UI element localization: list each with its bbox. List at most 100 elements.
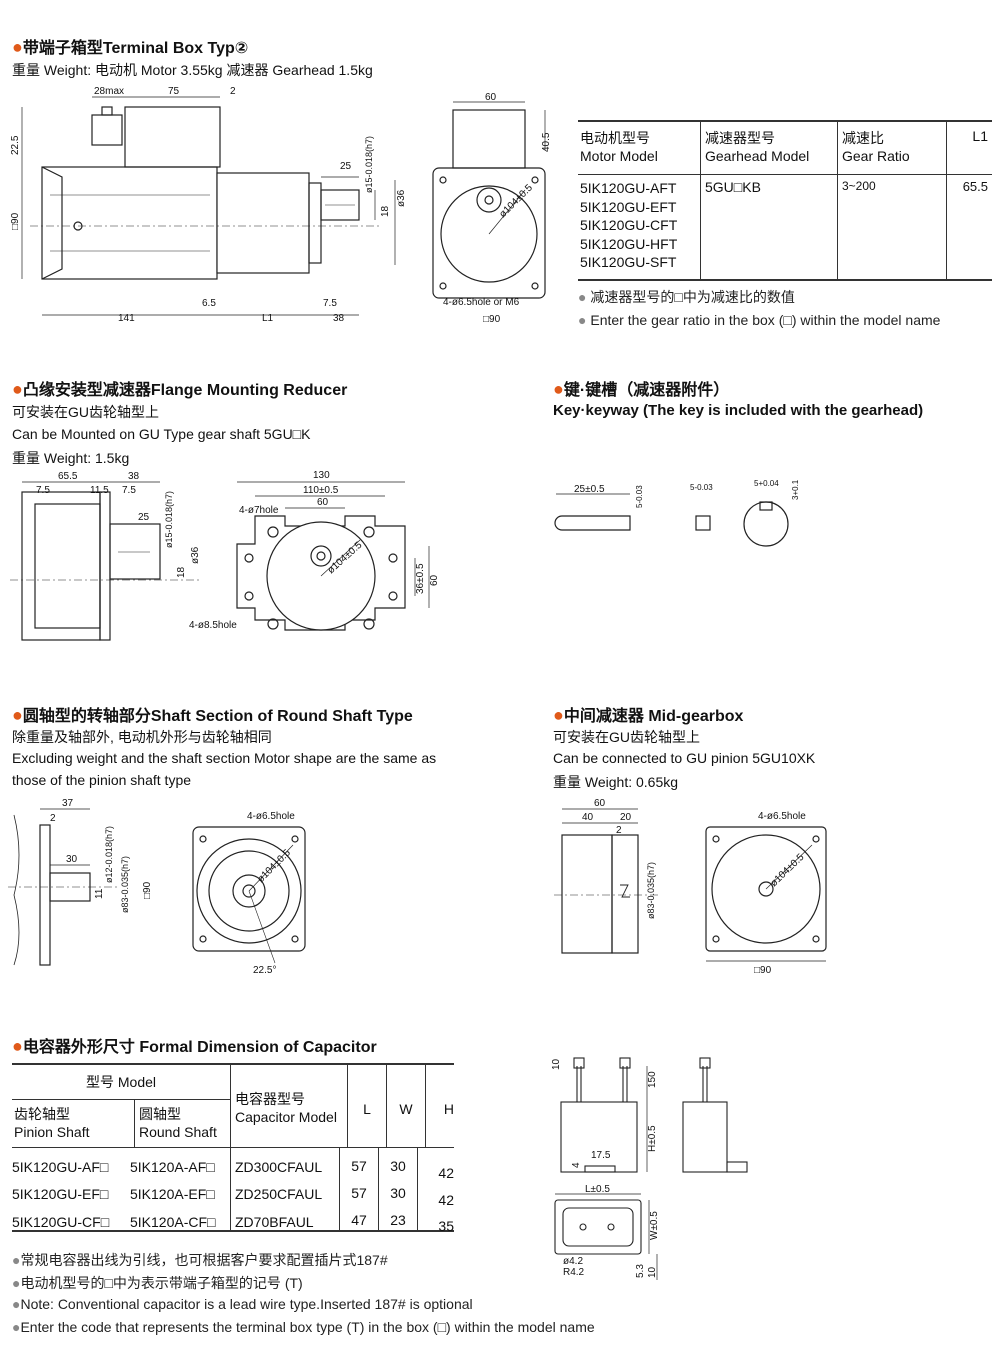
section-title-key: ●键·键槽（减速器附件）	[553, 376, 729, 400]
round-shaft-front-drawing: 4-ø6.5hole ø104±0.5 22.5°	[192, 811, 306, 976]
header-en: Pinion Shaft	[14, 1124, 90, 1140]
dim-75: 75	[168, 86, 180, 97]
dim-90: □90	[142, 881, 153, 899]
cell-w: 23	[379, 1202, 418, 1230]
header-gearhead-model: 减速器型号 Gearhead Model	[701, 122, 838, 174]
table-row: 5IK120GU-EF□ 5IK120A-EF□ ZD250CFAUL 57 3…	[12, 1175, 454, 1208]
list-item: 5IK120GU-CFT	[580, 217, 678, 233]
dim-4-2: ø4.2	[563, 1256, 583, 1267]
cell-w: 30	[379, 1148, 418, 1175]
list-item: 5IK120GU-AFT	[580, 180, 677, 196]
cell-cap: ZD70BFAUL	[231, 1202, 340, 1230]
header-en: Gearhead Model	[705, 148, 810, 164]
cell-pinion: 5IK120GU-CF□	[12, 1214, 110, 1230]
dim-l1: L1	[262, 313, 274, 324]
mid-gearbox-front-drawing: 4-ø6.5hole ø104±0.5 □90	[705, 811, 827, 976]
dim-60: 60	[317, 497, 329, 508]
dim-25: 25	[340, 161, 352, 172]
note-4: ●Enter the code that represents the term…	[12, 1319, 595, 1342]
note-1: ● 减速器型号的□中为减速比的数值	[578, 287, 992, 307]
cell-round: 5IK120A-EF□	[130, 1175, 231, 1202]
dim-22-5: 22.5	[10, 135, 21, 155]
note-text: 常规电容器出线为引线，也可根据客户要求配置插片式187#	[20, 1252, 388, 1268]
dim-hole: 4-ø6.5hole	[247, 811, 295, 822]
bullet-icon: ●	[12, 37, 23, 57]
dim-110: 110±0.5	[303, 485, 339, 496]
title-text: 带端子箱型Terminal Box Typ②	[22, 40, 249, 57]
capacitor-drawing: 10 150 H±0.5 4 17.5 L±0.5 W±0.5 10 ø4.2 …	[551, 1057, 748, 1280]
bullet-icon: ●	[12, 1252, 21, 1268]
bullet-icon: ●	[12, 379, 23, 399]
note-text: Enter the gear ratio in the box (□) with…	[590, 312, 941, 328]
list-item: 5IK120GU-EFT	[580, 198, 677, 215]
dim-17-5: 17.5	[591, 1150, 611, 1161]
dim-20: 20	[620, 812, 632, 823]
dim-30: 30	[66, 854, 78, 865]
cell-l: 57	[340, 1148, 379, 1175]
header-model: 型号 Model	[12, 1065, 230, 1100]
dim-11-5: 11.5	[90, 485, 109, 496]
title-text: 中间减速器 Mid-gearbox	[563, 708, 744, 725]
cell-l: 47	[340, 1202, 379, 1230]
header-gear-ratio: 减速比 Gear Ratio	[838, 122, 947, 174]
flange-weight: 重量 Weight: 1.5kg	[12, 450, 130, 466]
dim-r4-2: R4.2	[563, 1267, 585, 1278]
header-cn: 减速器型号	[705, 130, 775, 146]
weight-text: 重量 Weight: 电动机 Motor 3.55kg 减速器 Gearhead…	[12, 62, 373, 78]
capacitor-notes: ●常规电容器出线为引线，也可根据客户要求配置插片式187# ●电动机型号的□中为…	[12, 1250, 595, 1342]
header-capacitor: 电容器型号 Capacitor Model	[231, 1065, 348, 1147]
header-cn: 齿轮轴型	[14, 1106, 70, 1122]
dim-7-5: 7.5	[323, 298, 337, 309]
round-line3: those of the pinion shaft type	[12, 772, 192, 788]
dim-6-5: 6.5	[202, 298, 216, 309]
mid-line2: Can be connected to GU pinion 5GU10XK	[553, 750, 816, 766]
header-round: 圆轴型 Round Shaft	[135, 1100, 230, 1147]
note-text: 减速器型号的□中为减速比的数值	[590, 289, 795, 305]
dim-shaft: ø12-0.018(h7)	[104, 826, 114, 883]
dim-60: 60	[485, 92, 497, 103]
dim-11: 11	[94, 888, 105, 899]
dim-40: 40	[582, 812, 594, 823]
dim-25: 25	[138, 512, 150, 523]
header-cn: 电动机型号	[580, 130, 650, 146]
motor-model-list: 5IK120GU-AFT 5IK120GU-EFT 5IK120GU-CFT 5…	[578, 175, 701, 279]
gearhead-spec-table: 电动机型号 Motor Model 减速器型号 Gearhead Model 减…	[578, 120, 992, 328]
cell-round: 5IK120A-CF□	[130, 1202, 231, 1230]
dim-104: ø104±0.5	[768, 852, 806, 890]
header-l: L	[348, 1065, 387, 1147]
title-text: 键·键槽（减速器附件）	[563, 382, 730, 399]
dim-hole: 4-ø6.5hole	[758, 811, 806, 822]
header-cn: 圆轴型	[139, 1106, 181, 1122]
key-drawing: 25±0.5 5-0.03 5-0.03 5+0.04 3+0.1	[554, 479, 800, 547]
dim-40-5: 40.5	[541, 132, 552, 152]
note-2: ●电动机型号的□中为表示带端子箱型的记号 (T)	[12, 1273, 595, 1296]
header-en: Gear Ratio	[842, 148, 910, 164]
dim-38: 38	[128, 471, 140, 482]
dim-90: □90	[754, 965, 772, 976]
header-motor-model: 电动机型号 Motor Model	[578, 122, 701, 174]
dim-hole: 4-ø6.5hole or M6	[443, 297, 520, 308]
dim-10: 10	[551, 1058, 562, 1070]
header-pinion: 齿轮轴型 Pinion Shaft	[12, 1100, 135, 1147]
dim-2: 2	[50, 813, 56, 824]
mid-line1: 可安装在GU齿轮轴型上	[553, 729, 700, 745]
dim-shaft: ø15-0.018(h7)	[164, 491, 174, 548]
dim-60v: 60	[429, 574, 440, 586]
dim-60: 60	[594, 798, 606, 809]
list-item: 5IK120GU-HFT	[580, 235, 678, 252]
title-text: 电容器外形尺寸 Formal Dimension of Capacitor	[22, 1039, 377, 1056]
list-item: 5IK120GU-SFT	[580, 254, 677, 270]
section-title-mid-gearbox: ●中间减速器 Mid-gearbox	[553, 702, 743, 726]
cell-pinion: 5IK120GU-AF□	[12, 1159, 109, 1175]
bullet-icon: ●	[12, 1296, 21, 1312]
flange-front-drawing: 130 110±0.5 60 4-ø7hole ø104±0.5 36±0.5 …	[189, 470, 440, 631]
dim-h: H±0.5	[647, 1125, 658, 1152]
dim-7-5: 7.5	[36, 485, 50, 496]
cell-cap: ZD250CFAUL	[231, 1175, 340, 1202]
terminal-box-front-drawing: 60 40.5 ø104±0.5 4-ø6.5hole or M6 □90	[432, 92, 552, 325]
dim-25: 25±0.5	[574, 484, 605, 495]
bullet-icon: ●	[12, 1036, 23, 1056]
header-model-group: 型号 Model 齿轮轴型 Pinion Shaft 圆轴型 Round Sha…	[12, 1065, 231, 1147]
flange-line2: Can be Mounted on GU Type gear shaft 5GU…	[12, 426, 311, 442]
dim-8-5hole: 4-ø8.5hole	[189, 620, 237, 631]
